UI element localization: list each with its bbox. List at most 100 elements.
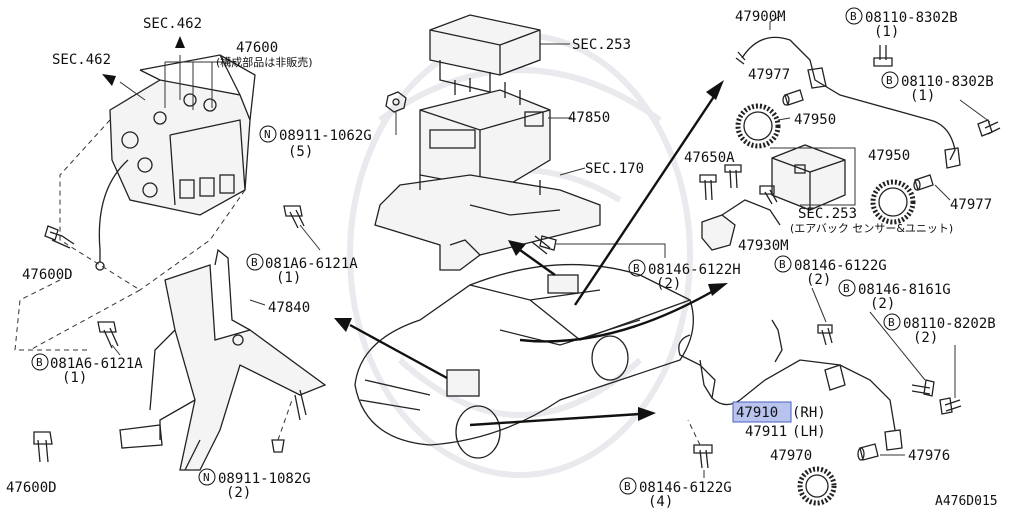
sensor-harness-47910[interactable] [678, 319, 896, 431]
bushing-47977-upper[interactable] [782, 89, 804, 106]
label-47600-note: (構成部品は非販売) [216, 55, 313, 69]
svg-text:081A6-6121A: 081A6-6121A [265, 256, 358, 272]
label-47850[interactable]: 47850 [568, 110, 610, 126]
bolt-08146-6122g-lower[interactable] [693, 444, 713, 469]
svg-text:(4): (4) [648, 494, 673, 510]
label-47840[interactable]: 47840 [268, 300, 310, 316]
bolt-08146-6122g-upper[interactable] [817, 324, 833, 346]
sensor-47930m[interactable] [701, 199, 781, 251]
bracket-47840[interactable] [119, 248, 327, 471]
svg-text:(1): (1) [910, 88, 935, 104]
label-08146-6122h[interactable]: B 08146-6122H (2) [628, 259, 741, 292]
label-sec462-top[interactable]: SEC.462 [143, 16, 202, 32]
label-47977-upper[interactable]: 47977 [748, 67, 790, 83]
svg-text:08110-8202B: 08110-8202B [903, 316, 996, 332]
label-081a6-lower[interactable]: B 081A6-6121A (1) [31, 353, 143, 386]
vehicle-outline [354, 263, 694, 459]
label-47977-right[interactable]: 47977 [950, 197, 992, 213]
svg-text:B: B [624, 480, 631, 493]
bolt-47650a[interactable] [699, 164, 778, 205]
bolt-081a6-lower[interactable] [97, 321, 119, 349]
svg-text:B: B [850, 10, 857, 23]
label-sec253-top[interactable]: SEC.253 [572, 37, 631, 53]
bolt-081a6-upper[interactable] [283, 205, 305, 229]
svg-text:08911-1082G: 08911-1082G [218, 471, 311, 487]
svg-text:N: N [264, 128, 271, 141]
bolt-08110-8302b-lower[interactable] [977, 119, 1001, 137]
label-47600d-lower[interactable]: 47600D [6, 480, 57, 496]
clip-08911-1082g[interactable] [271, 389, 307, 453]
nut-08911-1062g[interactable] [385, 91, 407, 113]
svg-text:(2): (2) [656, 276, 681, 292]
svg-text:08110-8302B: 08110-8302B [865, 10, 958, 26]
label-47911[interactable]: 47911 [745, 424, 787, 440]
svg-text:08146-6122G: 08146-6122G [639, 480, 732, 496]
label-47911-side: (LH) [792, 424, 826, 440]
label-47950-upper[interactable]: 47950 [794, 112, 836, 128]
label-08146-6122g-lower[interactable]: B 08146-6122G (4) [619, 477, 732, 510]
svg-text:B: B [251, 256, 258, 269]
module-sec253-top[interactable] [429, 14, 541, 93]
svg-text:(1): (1) [62, 370, 87, 386]
bolt-47600d-upper[interactable] [44, 225, 75, 249]
diagram-id: A476D015 [935, 494, 998, 509]
bolt-08146-6122h[interactable] [531, 235, 557, 255]
svg-text:(2): (2) [806, 272, 831, 288]
bracket-47850[interactable] [419, 78, 551, 191]
svg-text:47910: 47910 [736, 405, 778, 421]
label-sec253-mid[interactable]: SEC.253 [798, 206, 857, 222]
bolt-08146-8161g[interactable] [911, 379, 935, 397]
abs-actuator-47600[interactable] [95, 54, 256, 271]
label-sec253-mid-note: (エアバック センサー&ユニット) [790, 222, 953, 235]
label-08146-6122g-upper[interactable]: B 08146-6122G (2) [774, 255, 887, 288]
label-47910-side: (RH) [792, 405, 826, 421]
label-08911-1062g[interactable]: N 08911-1062G (5) [259, 125, 372, 160]
bolt-47600d-lower[interactable] [33, 431, 53, 463]
label-47976[interactable]: 47976 [908, 448, 950, 464]
svg-text:B: B [36, 356, 43, 369]
svg-text:B: B [888, 316, 895, 329]
svg-text:(2): (2) [913, 330, 938, 346]
bushing-47976[interactable] [857, 429, 903, 461]
rotor-47950-right[interactable] [870, 179, 916, 225]
label-08110-8302b-upper[interactable]: B 08110-8302B (1) [845, 7, 958, 40]
svg-text:B: B [779, 258, 786, 271]
bolt-08110-8302b-upper[interactable] [873, 45, 893, 67]
label-47970[interactable]: 47970 [770, 448, 812, 464]
label-08146-8161g[interactable]: B 08146-8161G (2) [838, 279, 951, 312]
svg-text:08146-8161G: 08146-8161G [858, 282, 951, 298]
label-47950-right[interactable]: 47950 [868, 148, 910, 164]
svg-text:(1): (1) [874, 24, 899, 40]
sensor-harness-47900m[interactable] [735, 36, 956, 161]
label-08911-1082g[interactable]: N 08911-1082G (2) [198, 468, 311, 501]
svg-text:(5): (5) [288, 144, 313, 160]
svg-text:B: B [843, 282, 850, 295]
svg-text:B: B [886, 74, 893, 87]
svg-text:(1): (1) [276, 270, 301, 286]
label-081a6-upper[interactable]: B 081A6-6121A (1) [246, 253, 358, 286]
rotor-47970[interactable] [797, 466, 837, 506]
label-08110-8202b[interactable]: B 08110-8202B (2) [883, 313, 996, 346]
label-47650a[interactable]: 47650A [684, 150, 735, 166]
svg-text:08146-6122G: 08146-6122G [794, 258, 887, 274]
airbag-sensor-unit-sec253[interactable] [771, 144, 846, 211]
label-47600[interactable]: 47600 [236, 40, 278, 56]
svg-text:N: N [203, 471, 210, 484]
svg-text:08110-8302B: 08110-8302B [901, 74, 994, 90]
label-47930m[interactable]: 47930M [738, 238, 789, 254]
svg-text:B: B [633, 262, 640, 275]
bolt-08110-8202b[interactable] [939, 397, 962, 415]
label-sec462-left[interactable]: SEC.462 [52, 52, 111, 68]
svg-text:081A6-6121A: 081A6-6121A [50, 356, 143, 372]
svg-text:(2): (2) [870, 296, 895, 312]
bushing-47977-right[interactable] [913, 147, 961, 191]
label-47600d-upper[interactable]: 47600D [22, 267, 73, 283]
label-08110-8302b-lower[interactable]: B 08110-8302B (1) [881, 71, 994, 104]
svg-text:(2): (2) [226, 485, 251, 501]
label-47910-highlight[interactable]: 47910 [732, 401, 792, 423]
bracket-sec170[interactable] [374, 174, 601, 271]
rotor-47950-upper[interactable] [735, 103, 781, 149]
label-47900m[interactable]: 47900M [735, 9, 786, 25]
label-sec170[interactable]: SEC.170 [585, 161, 644, 177]
